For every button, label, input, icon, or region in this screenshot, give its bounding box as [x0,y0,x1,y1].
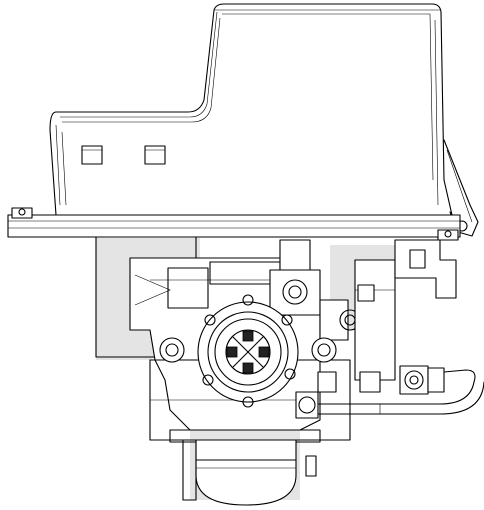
injector-window [159,294,337,408]
port-fitting [295,365,445,419]
cover-housing [49,3,453,216]
mounting-flange [7,207,461,241]
drain-tubing [317,369,484,415]
bottom-bowl [182,439,317,506]
